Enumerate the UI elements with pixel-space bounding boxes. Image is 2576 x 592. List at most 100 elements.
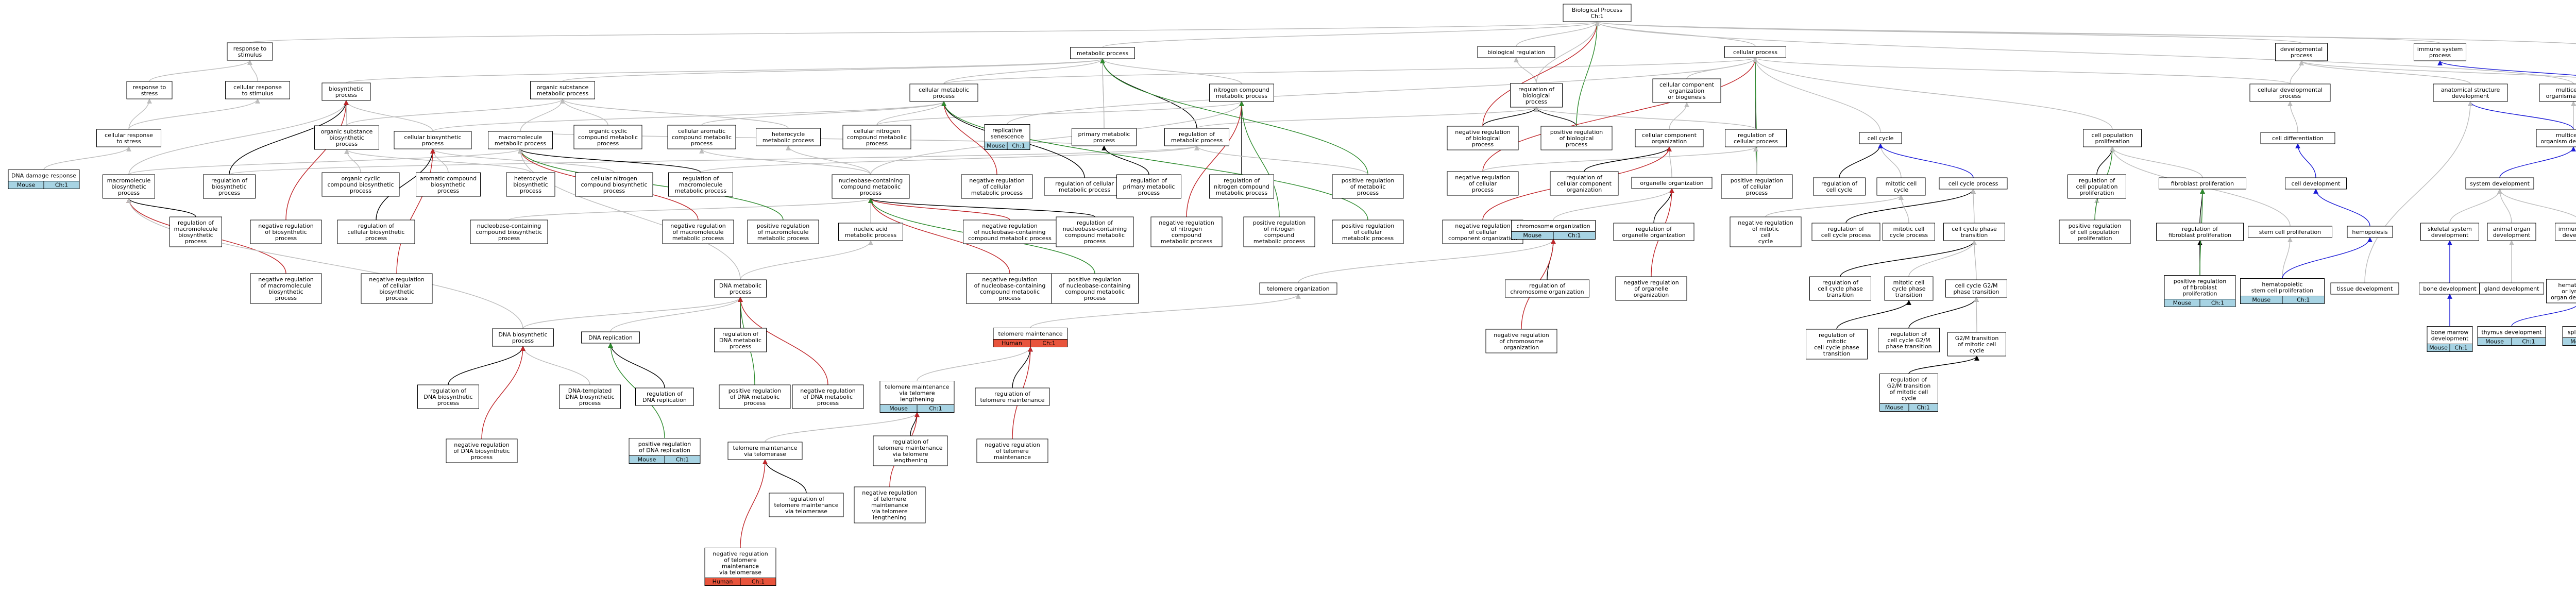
go-term-node-sys-dev[interactable]: system development (2465, 177, 2534, 190)
go-term-node-multi-org[interactable]: multicellularorganismal process (2539, 83, 2576, 102)
go-term-node-org-org[interactable]: organelle organization (1631, 177, 1713, 189)
go-term-node-dna-repl[interactable]: DNA replication (581, 331, 640, 344)
go-term-node-cell-cycle-proc[interactable]: cell cycle process (1939, 177, 2008, 190)
go-term-node-cell-diff[interactable]: cell differentiation (2260, 132, 2335, 144)
go-term-node-hemopoiesis[interactable]: hemopoiesis (2347, 226, 2393, 238)
go-term-node-stem-prolif[interactable]: stem cell proliferation (2248, 226, 2332, 238)
go-term-node-reg-macro-bio[interactable]: regulation ofmacromoleculebiosyntheticpr… (170, 216, 222, 247)
go-term-node-cell-dev[interactable]: cell development (2285, 177, 2347, 190)
go-term-node-cellular-proc[interactable]: cellular process (1724, 46, 1786, 58)
go-term-node-reg-nuc-meta[interactable]: regulation ofnucleobase-containingcompou… (1056, 216, 1134, 247)
go-term-node-hema-lymph[interactable]: hematopoieticor lymphoidorgan developmen… (2546, 279, 2576, 303)
go-term-node-multi-dev[interactable]: multicellularorganism development (2536, 129, 2576, 147)
go-term-node-cell-cycle[interactable]: cell cycle (1859, 132, 1902, 144)
go-term-node-telo-org[interactable]: telomere organization (1259, 282, 1337, 295)
go-term-node-gland-dev[interactable]: gland development (2479, 282, 2544, 295)
